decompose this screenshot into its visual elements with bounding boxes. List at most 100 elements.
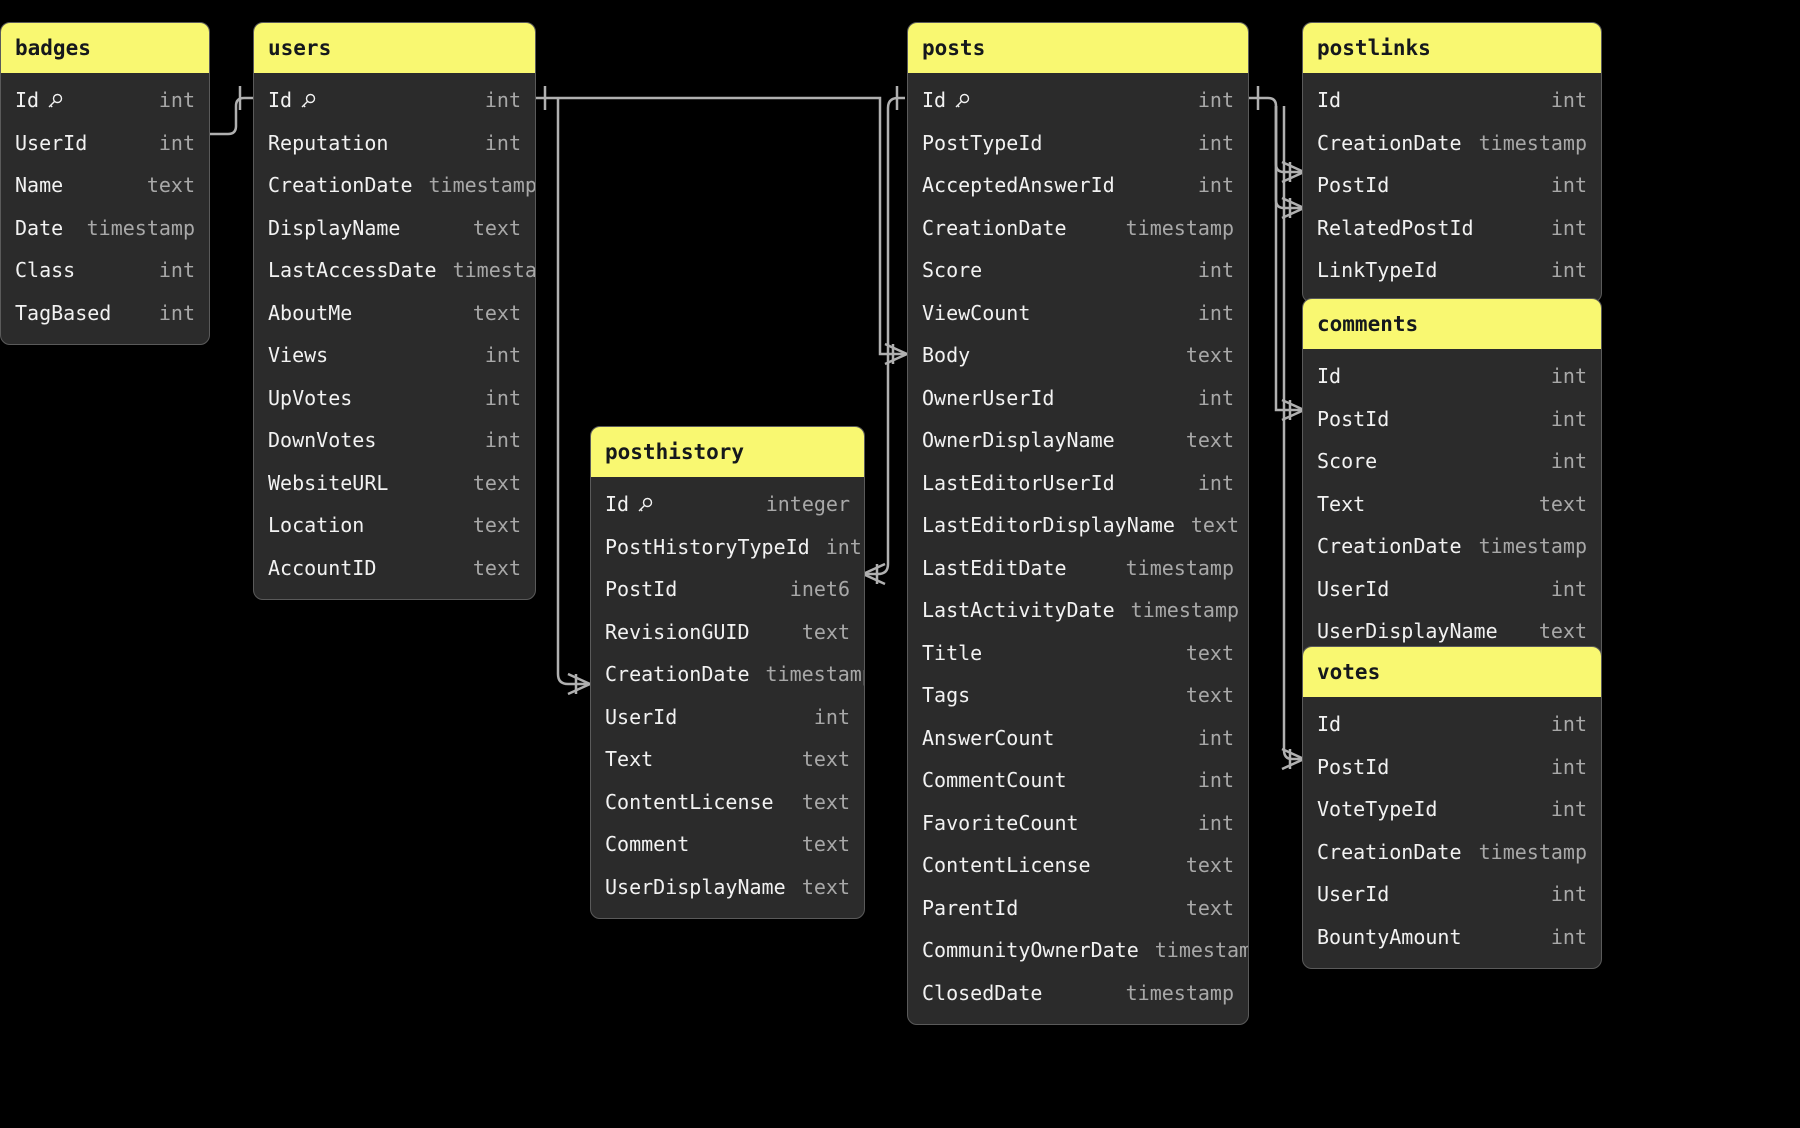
field-name: ParentId	[922, 895, 1019, 920]
field-row[interactable]: TagBased int	[1, 292, 209, 335]
field-name: ViewCount	[922, 300, 1031, 325]
field-row[interactable]: Date timestamp	[1, 207, 209, 250]
field-row[interactable]: LastActivityDate timestamp	[908, 589, 1248, 632]
field-type: int	[1197, 810, 1234, 835]
field-row[interactable]: LastEditorDisplayName text	[908, 504, 1248, 547]
field-type: int	[1197, 385, 1234, 410]
field-row[interactable]: ViewCount int	[908, 292, 1248, 335]
field-type: int	[1550, 258, 1587, 283]
field-row[interactable]: Id int	[1303, 79, 1601, 122]
field-row[interactable]: LinkTypeId int	[1303, 249, 1601, 292]
field-row[interactable]: CreationDate timestamp	[254, 164, 535, 207]
field-row[interactable]: Score int	[1303, 440, 1601, 483]
table-comments[interactable]: comments Id int PostId int Score int Tex…	[1302, 298, 1602, 664]
field-row[interactable]: AboutMe text	[254, 292, 535, 335]
field-row[interactable]: Class int	[1, 249, 209, 292]
field-row[interactable]: UserId int	[1303, 568, 1601, 611]
field-row[interactable]: ParentId text	[908, 887, 1248, 930]
field-row[interactable]: LastEditorUserId int	[908, 462, 1248, 505]
field-row[interactable]: UserId int	[591, 696, 864, 739]
table-votes[interactable]: votes Id int PostId int VoteTypeId int C…	[1302, 646, 1602, 969]
table-title-votes: votes	[1303, 647, 1601, 697]
table-posts[interactable]: posts Id int PostTypeId int AcceptedAnsw…	[907, 22, 1249, 1025]
field-row[interactable]: AcceptedAnswerId int	[908, 164, 1248, 207]
field-row[interactable]: AnswerCount int	[908, 717, 1248, 760]
field-row[interactable]: Views int	[254, 334, 535, 377]
field-type: text	[801, 832, 850, 857]
field-row[interactable]: Id int	[1303, 703, 1601, 746]
field-row[interactable]: RevisionGUID text	[591, 611, 864, 654]
field-row[interactable]: Id int	[254, 79, 535, 122]
field-type: timestamp	[1478, 839, 1587, 864]
field-type: int	[1197, 130, 1234, 155]
field-row[interactable]: Body text	[908, 334, 1248, 377]
field-type: text	[1185, 343, 1234, 368]
field-row[interactable]: Name text	[1, 164, 209, 207]
field-row[interactable]: FavoriteCount int	[908, 802, 1248, 845]
field-row[interactable]: Text text	[591, 738, 864, 781]
field-row[interactable]: Id int	[1, 79, 209, 122]
table-badges[interactable]: badges Id int UserId int Name text Date …	[0, 22, 210, 345]
field-row[interactable]: BountyAmount int	[1303, 916, 1601, 959]
field-type: int	[1550, 576, 1587, 601]
field-row[interactable]: UserDisplayName text	[1303, 610, 1601, 653]
table-postlinks[interactable]: postlinks Id int CreationDate timestamp …	[1302, 22, 1602, 303]
field-name: ContentLicense	[605, 789, 774, 814]
field-row[interactable]: AccountID text	[254, 547, 535, 590]
field-row[interactable]: Id int	[908, 79, 1248, 122]
field-row[interactable]: Location text	[254, 504, 535, 547]
field-type: text	[1185, 895, 1234, 920]
field-row[interactable]: UserDisplayName text	[591, 866, 864, 909]
field-name: Comment	[605, 832, 690, 857]
field-row[interactable]: OwnerUserId int	[908, 377, 1248, 420]
edge-postlinks-relatedpostid-posts-id	[1274, 106, 1305, 220]
field-row[interactable]: CreationDate timestamp	[1303, 831, 1601, 874]
field-name: Tags	[922, 683, 971, 708]
field-row[interactable]: RelatedPostId int	[1303, 207, 1601, 250]
field-row[interactable]: WebsiteURL text	[254, 462, 535, 505]
field-row[interactable]: LastEditDate timestamp	[908, 547, 1248, 590]
field-row[interactable]: Id integer	[591, 483, 864, 526]
field-type: int	[1197, 88, 1234, 113]
field-row[interactable]: CreationDate timestamp	[1303, 525, 1601, 568]
field-row[interactable]: ContentLicense text	[908, 844, 1248, 887]
primary-key-icon	[46, 93, 63, 110]
field-row[interactable]: LastAccessDate timestamp	[254, 249, 535, 292]
field-row[interactable]: PostHistoryTypeId int	[591, 526, 864, 569]
field-type: int	[1197, 300, 1234, 325]
field-row[interactable]: CommunityOwnerDate timestamp	[908, 929, 1248, 972]
field-row[interactable]: Text text	[1303, 483, 1601, 526]
field-row[interactable]: OwnerDisplayName text	[908, 419, 1248, 462]
field-row[interactable]: DisplayName text	[254, 207, 535, 250]
field-type: int	[158, 88, 195, 113]
field-row[interactable]: UserId int	[1, 122, 209, 165]
field-row[interactable]: Reputation int	[254, 122, 535, 165]
field-row[interactable]: PostId inet6	[591, 568, 864, 611]
field-row[interactable]: PostId int	[1303, 398, 1601, 441]
field-row[interactable]: CreationDate timestamp	[908, 207, 1248, 250]
field-type: timestamp	[1125, 980, 1234, 1005]
field-row[interactable]: CreationDate timestamp	[591, 653, 864, 696]
field-row[interactable]: Comment text	[591, 823, 864, 866]
field-row[interactable]: Score int	[908, 249, 1248, 292]
field-row[interactable]: VoteTypeId int	[1303, 788, 1601, 831]
field-row[interactable]: DownVotes int	[254, 419, 535, 462]
field-name: OwnerUserId	[922, 385, 1055, 410]
field-row[interactable]: UserId int	[1303, 873, 1601, 916]
field-row[interactable]: PostId int	[1303, 164, 1601, 207]
field-row[interactable]: UpVotes int	[254, 377, 535, 420]
field-row[interactable]: PostTypeId int	[908, 122, 1248, 165]
field-name: Id	[1317, 364, 1342, 389]
field-row[interactable]: Id int	[1303, 355, 1601, 398]
table-posthistory[interactable]: posthistory Id integer PostHistoryTypeId…	[590, 426, 865, 919]
field-row[interactable]: CommentCount int	[908, 759, 1248, 802]
table-users[interactable]: users Id int Reputation int CreationDate…	[253, 22, 536, 600]
field-row[interactable]: Title text	[908, 632, 1248, 675]
field-row[interactable]: CreationDate timestamp	[1303, 122, 1601, 165]
field-row[interactable]: Tags text	[908, 674, 1248, 717]
field-row[interactable]: ClosedDate timestamp	[908, 972, 1248, 1015]
field-row[interactable]: ContentLicense text	[591, 781, 864, 824]
field-type: int	[813, 704, 850, 729]
field-row[interactable]: PostId int	[1303, 746, 1601, 789]
